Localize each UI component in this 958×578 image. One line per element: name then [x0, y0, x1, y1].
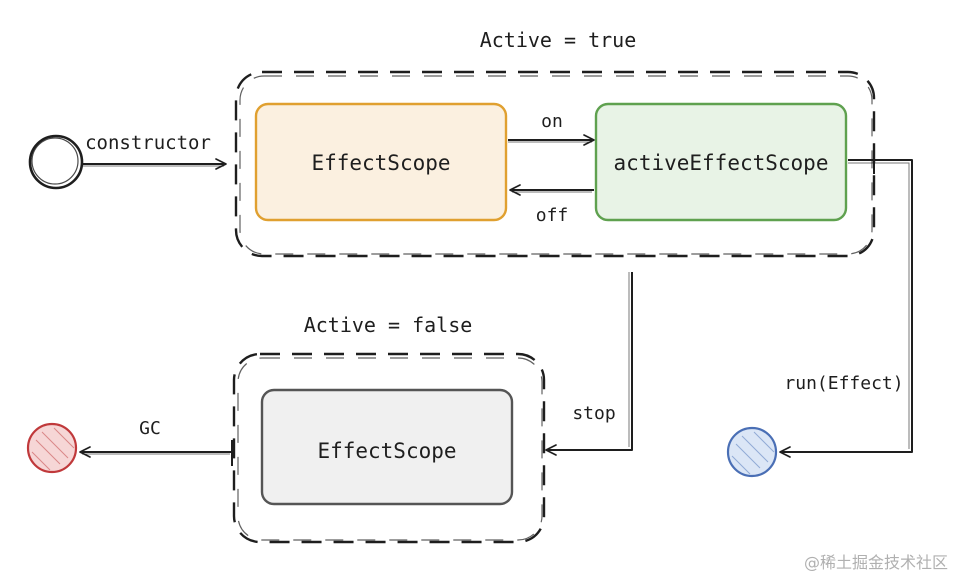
gc-circle-icon — [26, 422, 78, 474]
node-active-effect-scope: activeEffectScope — [594, 102, 848, 222]
edge-constructor: constructor — [82, 132, 227, 170]
edge-gc-label: GC — [139, 418, 161, 439]
edge-stop-label: stop — [572, 403, 615, 424]
node-active-effect-scope-label: activeEffectScope — [614, 151, 829, 175]
edge-run-effect: run(Effect) — [779, 148, 913, 458]
node-effect-scope-inactive-label: EffectScope — [317, 439, 456, 463]
edge-off: off — [509, 184, 594, 226]
edge-gc: GC — [79, 418, 233, 466]
node-effect-scope-active: EffectScope — [254, 102, 508, 222]
group-title-active-true: Active = true — [480, 28, 637, 52]
node-effect-scope-active-label: EffectScope — [311, 151, 450, 175]
edge-off-label: off — [536, 205, 569, 226]
node-effect-scope-inactive: EffectScope — [260, 388, 514, 506]
edge-run-effect-label: run(Effect) — [784, 373, 903, 394]
group-title-active-false: Active = false — [304, 313, 473, 337]
run-effect-circle-icon — [726, 426, 778, 478]
start-circle-icon — [28, 134, 84, 190]
edge-on: on — [508, 111, 595, 146]
group-active-false: Active = false — [232, 313, 546, 544]
edge-stop: stop — [545, 272, 633, 456]
watermark-text: @稀土掘金技术社区 — [804, 553, 948, 572]
edge-on-label: on — [541, 111, 563, 132]
edge-constructor-label: constructor — [85, 132, 211, 154]
group-active-true: Active = true — [234, 28, 876, 258]
